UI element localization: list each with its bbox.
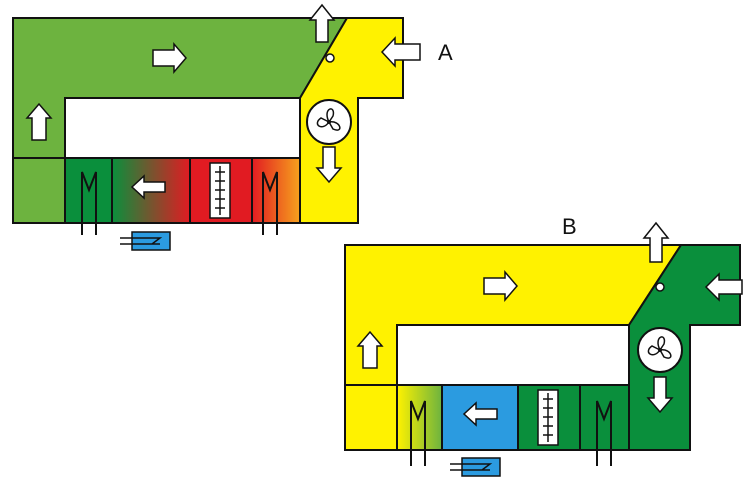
unit-a-outside-zone-lower [12, 157, 66, 224]
unit-b-arrow-up-left-icon [356, 330, 384, 369]
unit-a-arrow-right-icon [152, 41, 187, 75]
unit-a-inner-void [64, 97, 301, 159]
unit-a-arrow-exhaust-up-icon [308, 3, 336, 43]
unit-b-damper-pivot [655, 282, 665, 292]
unit-b-damper2-symbol [596, 400, 612, 466]
unit-a-label: A [438, 40, 453, 65]
unit-a: A [12, 3, 453, 251]
unit-a-fan-icon [306, 99, 352, 145]
unit-a-arrow-up-left-icon [25, 102, 53, 141]
unit-b-arrow-right-icon [483, 269, 518, 303]
unit-a-arrow-left-icon [130, 174, 166, 200]
unit-b-arrow-down-icon [646, 376, 674, 414]
unit-a-coil-connection-symbol [120, 237, 163, 245]
unit-b-coil-connection [461, 457, 501, 477]
unit-b: B [344, 214, 743, 477]
unit-b-fan-icon [637, 327, 683, 373]
unit-b-label: B [562, 214, 577, 239]
unit-b-inside-zone-lower [344, 384, 398, 451]
unit-a-damper2-symbol [262, 171, 278, 235]
unit-a-heater-coil [215, 166, 225, 215]
unit-a-coil-connection [131, 231, 171, 251]
unit-b-arrow-intake-left-icon [704, 272, 743, 302]
unit-b-inner-void [396, 324, 630, 386]
unit-a-arrow-down-icon [315, 146, 343, 184]
unit-b-heater-coil [543, 393, 553, 442]
unit-a-arrow-intake-left-icon [380, 36, 421, 68]
unit-a-damper-symbol [81, 171, 97, 235]
unit-b-damper-symbol [410, 400, 426, 466]
unit-a-damper-pivot [325, 53, 335, 63]
unit-b-arrow-exhaust-up-icon [642, 221, 670, 263]
unit-b-coil-connection-symbol [450, 463, 493, 471]
unit-b-arrow-left-icon [462, 401, 498, 427]
